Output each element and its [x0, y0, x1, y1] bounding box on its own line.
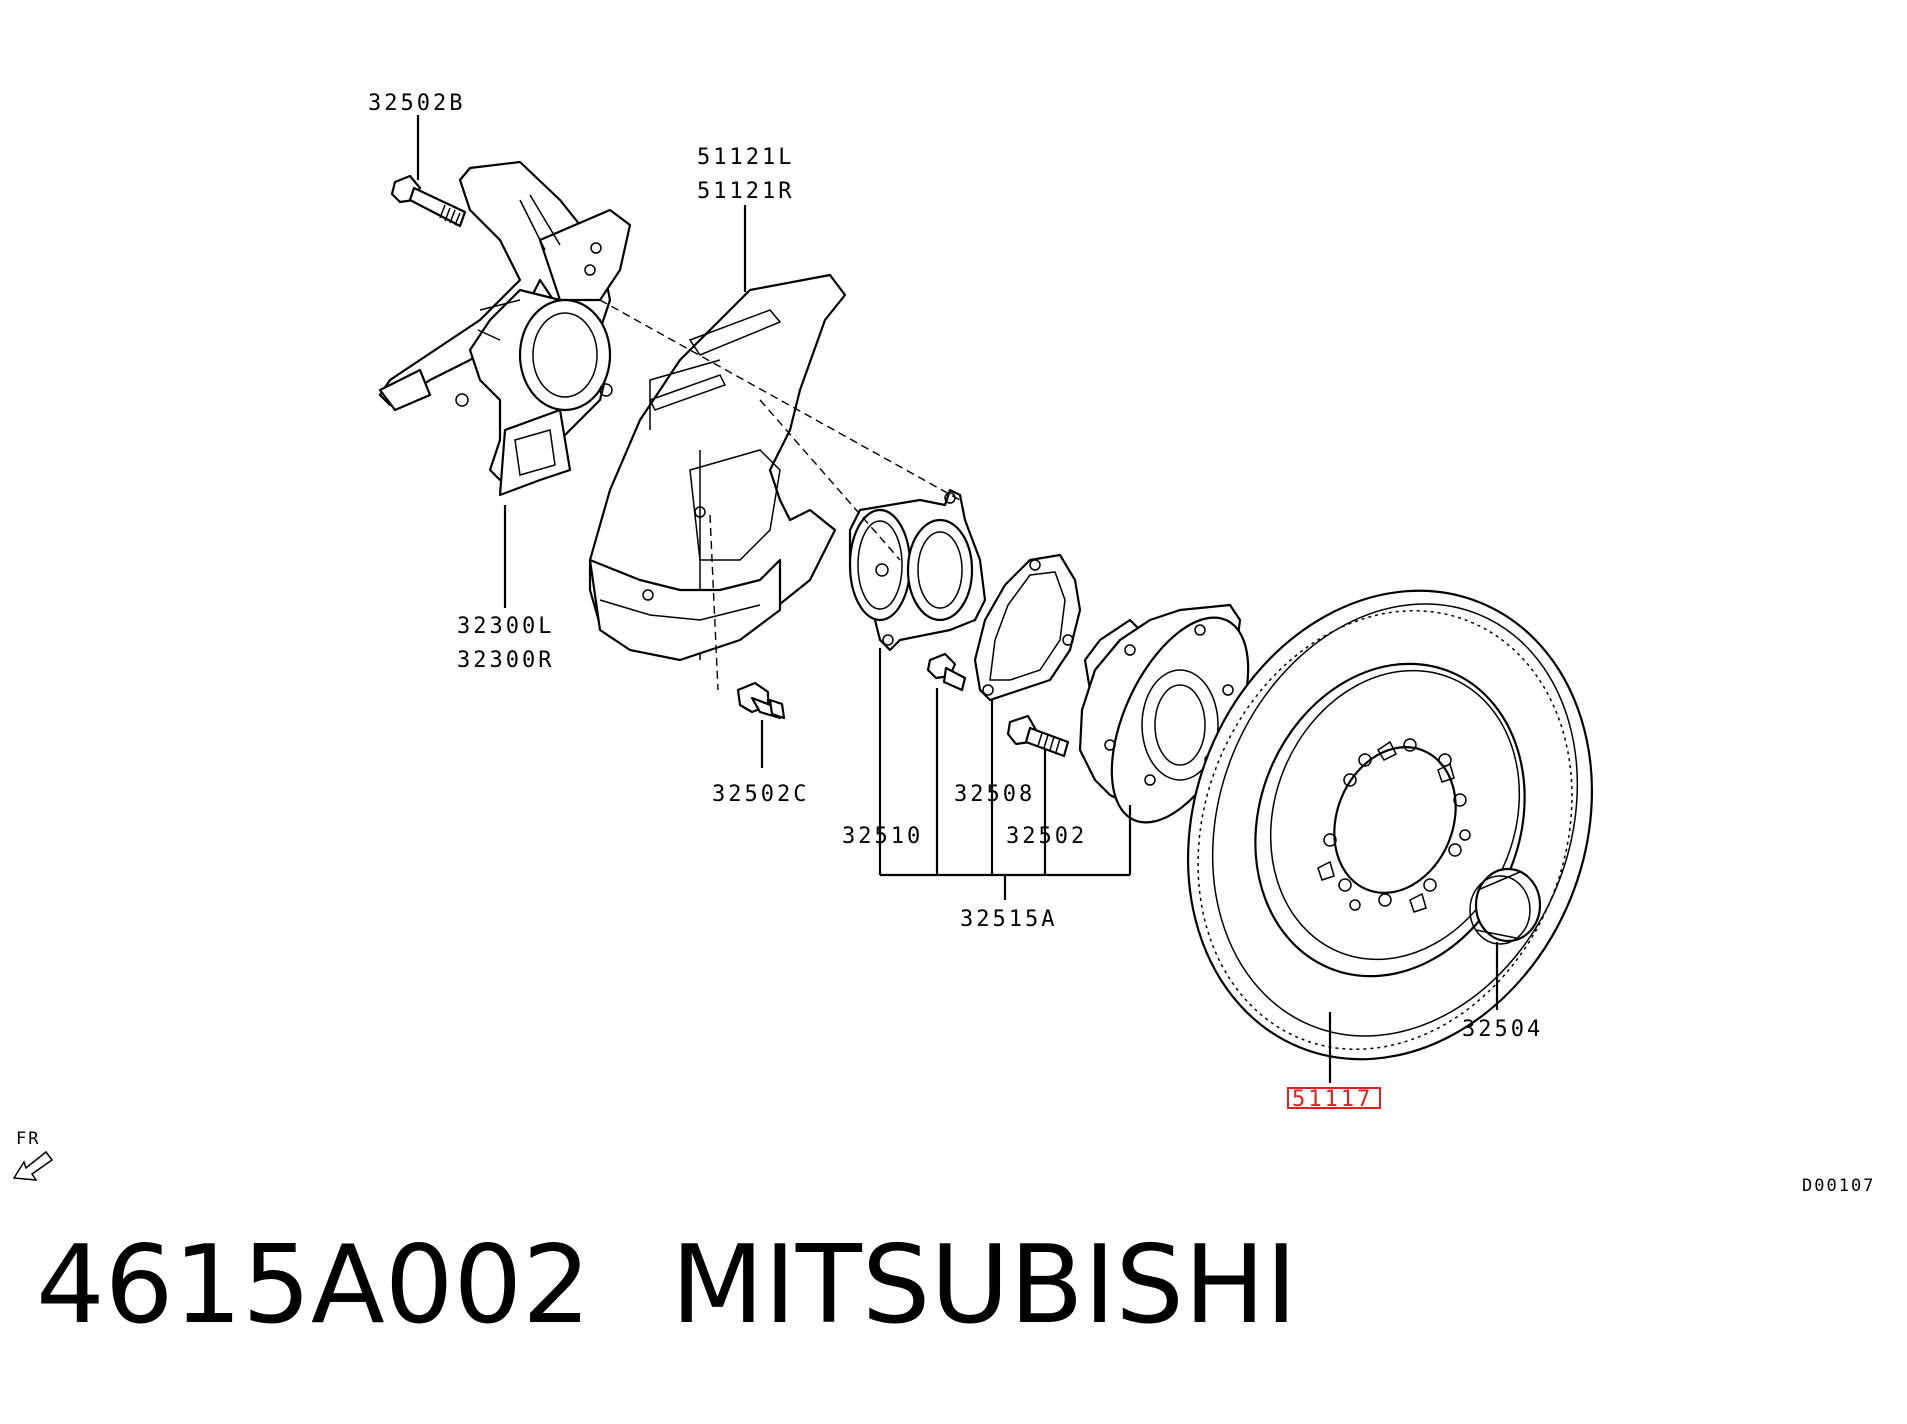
bolt-small	[926, 652, 967, 692]
label-51121l: 51121L	[697, 145, 794, 170]
wheel-stud	[1006, 714, 1070, 758]
label-32515a: 32515A	[960, 907, 1057, 932]
steering-knuckle	[378, 160, 632, 497]
wheel-bearing	[848, 488, 987, 652]
label-32300r: 32300R	[457, 648, 554, 673]
alignment-lines	[599, 299, 961, 691]
brand-name: MITSUBISHI	[670, 1223, 1298, 1348]
bolt-32502c	[736, 681, 786, 720]
label-51117: 51117	[1292, 1087, 1373, 1112]
label-51121r: 51121R	[697, 179, 794, 204]
diagram-code: D00107	[1802, 1176, 1875, 1196]
highlight-box	[1287, 1087, 1381, 1109]
leader-lines	[416, 115, 1499, 1083]
seal-ring	[973, 553, 1082, 702]
label-32508: 32508	[954, 782, 1035, 807]
dust-shield	[588, 273, 847, 662]
label-32504: 32504	[1462, 1017, 1543, 1042]
bolt-32502b	[390, 174, 467, 228]
label-32502c: 32502C	[712, 782, 809, 807]
label-32510: 32510	[842, 824, 923, 849]
part-labels: 32502B 51121L 51121R 32300L 32300R 32502…	[368, 91, 1543, 1112]
part-number: 4615A002	[36, 1223, 591, 1348]
orientation-indicator: FR	[12, 1129, 54, 1181]
hub-cap	[1469, 867, 1542, 945]
arrow-icon	[12, 1150, 54, 1181]
fr-label: FR	[16, 1129, 40, 1149]
label-32502b: 32502B	[368, 91, 465, 116]
label-32300l: 32300L	[457, 614, 554, 639]
label-32502: 32502	[1006, 824, 1087, 849]
